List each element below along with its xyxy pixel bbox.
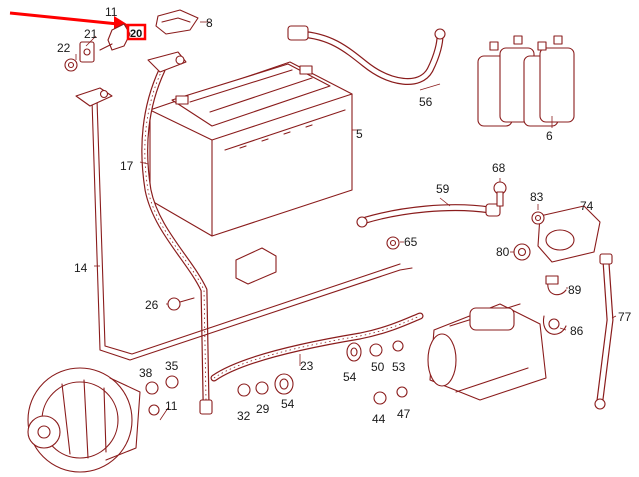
callout-22[interactable]: 22 (57, 41, 71, 55)
sleeve-part-54-left[interactable] (274, 373, 294, 395)
container-part-6[interactable] (477, 35, 575, 127)
callout-32[interactable]: 32 (237, 409, 251, 423)
washer-part-83[interactable] (531, 211, 545, 225)
callout-14[interactable]: 14 (74, 261, 88, 275)
nut-part-22[interactable] (64, 58, 78, 72)
nut-part-35[interactable] (165, 375, 179, 389)
callout-68[interactable]: 68 (492, 161, 506, 175)
callout-44[interactable]: 44 (372, 412, 386, 426)
callout-11-top[interactable]: 11 (105, 5, 118, 19)
callout-74[interactable]: 74 (580, 199, 594, 213)
cable-part-14[interactable] (75, 87, 413, 361)
nut-part-50[interactable] (369, 343, 383, 357)
callout-53[interactable]: 53 (392, 360, 406, 374)
cable-part-77[interactable] (594, 253, 614, 410)
bolt-part-68[interactable] (493, 181, 507, 207)
clip-part-86[interactable] (543, 315, 567, 335)
callout-26[interactable]: 26 (145, 298, 159, 312)
highlight-box-part-20 (126, 23, 147, 41)
callout-80[interactable]: 80 (496, 245, 510, 259)
callout-23[interactable]: 23 (300, 359, 314, 373)
callout-20-highlighted[interactable]: 20 (130, 28, 142, 40)
callout-5[interactable]: 5 (356, 127, 363, 141)
callout-89[interactable]: 89 (568, 283, 582, 297)
clip-part-11[interactable] (99, 23, 131, 51)
bracket-part-21[interactable] (79, 41, 95, 63)
callout-6[interactable]: 6 (546, 129, 553, 143)
callout-38[interactable]: 38 (139, 366, 153, 380)
mount-bracket[interactable] (235, 247, 277, 285)
callout-21[interactable]: 21 (84, 27, 98, 41)
callout-83[interactable]: 83 (530, 190, 544, 204)
callout-77[interactable]: 77 (618, 310, 632, 324)
battery-part-5[interactable] (149, 61, 353, 237)
alternator[interactable] (27, 367, 141, 473)
clip-part-89[interactable] (545, 275, 567, 296)
cable-part-59[interactable] (356, 203, 501, 228)
starter-motor[interactable] (427, 303, 547, 401)
nut-part-44[interactable] (373, 391, 387, 405)
callout-65[interactable]: 65 (404, 235, 418, 249)
cable-part-23[interactable] (210, 312, 424, 382)
nut-part-38[interactable] (145, 381, 159, 395)
nut-part-29[interactable] (255, 381, 269, 395)
bolt-part-26[interactable] (167, 297, 195, 311)
cable-part-17[interactable] (141, 51, 213, 415)
callout-17[interactable]: 17 (120, 159, 134, 173)
callout-8[interactable]: 8 (206, 16, 213, 30)
bracket-part-8[interactable] (155, 9, 199, 35)
terminal-block-part-74[interactable] (537, 205, 601, 263)
sleeve-part-54-right[interactable] (346, 342, 362, 362)
nut-part-80[interactable] (513, 243, 531, 261)
nut-part-32[interactable] (237, 383, 251, 397)
nut-part-65[interactable] (386, 236, 400, 250)
callout-47[interactable]: 47 (397, 407, 411, 421)
callout-54-right[interactable]: 54 (343, 370, 357, 384)
nut-part-53[interactable] (392, 340, 404, 352)
callout-50[interactable]: 50 (371, 360, 385, 374)
leader-lines (75, 21, 617, 421)
washer-part-47[interactable] (396, 386, 408, 398)
callout-11-bottom[interactable]: 11 (165, 399, 178, 413)
washer-part-11-bottom[interactable] (148, 404, 160, 416)
callout-59[interactable]: 59 (436, 182, 450, 196)
callout-35[interactable]: 35 (165, 359, 179, 373)
callout-54-left[interactable]: 54 (281, 397, 295, 411)
callout-29[interactable]: 29 (256, 402, 270, 416)
cable-part-56[interactable] (287, 25, 446, 85)
callout-56[interactable]: 56 (419, 95, 433, 109)
callout-86[interactable]: 86 (570, 324, 584, 338)
